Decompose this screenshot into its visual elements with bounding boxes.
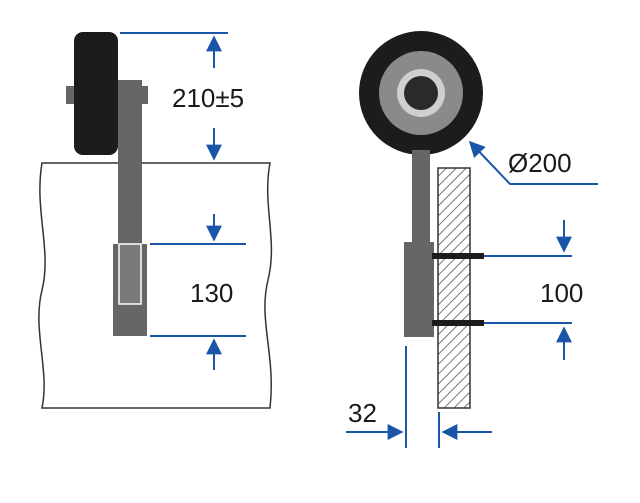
front-bracket-slot — [118, 243, 142, 305]
side-strut — [412, 150, 430, 250]
axle-stub-left — [66, 86, 74, 104]
side-bracket — [404, 242, 434, 337]
bolt-upper — [432, 253, 484, 259]
wheel-diameter-label: Ø200 — [508, 148, 572, 178]
transom-section — [437, 167, 471, 409]
side-wheel-hub — [404, 76, 438, 110]
offset-label: 32 — [348, 398, 377, 428]
wheel-height-label: 210±5 — [172, 83, 244, 113]
diameter-leader — [468, 140, 598, 185]
front-wheel-tire — [74, 32, 118, 155]
bolt-spacing-label: 100 — [540, 278, 583, 308]
transom-panel — [38, 162, 273, 409]
bolt-lower — [432, 320, 484, 326]
bracket-length-label: 130 — [190, 278, 233, 308]
axle-stub-right — [140, 86, 148, 104]
